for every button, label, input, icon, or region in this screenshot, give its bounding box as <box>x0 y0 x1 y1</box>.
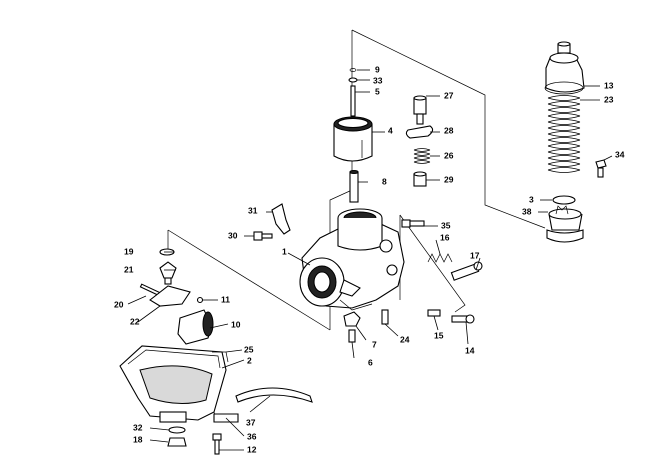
callout-27: 27 <box>444 90 454 100</box>
callout-5: 5 <box>375 86 380 96</box>
jet-6-part <box>348 329 356 343</box>
callout-31: 31 <box>248 205 258 215</box>
cap-13-part <box>544 41 585 95</box>
bottom-hardware <box>212 413 239 455</box>
washer-3-part <box>552 195 576 205</box>
top-cover-assembly <box>544 41 607 243</box>
callout-1: 1 <box>282 246 287 256</box>
callout-7: 7 <box>372 339 377 349</box>
callout-29: 29 <box>444 174 454 184</box>
callout-21: 21 <box>124 264 134 274</box>
callout-14: 14 <box>465 345 475 355</box>
plate-28-part <box>405 125 434 139</box>
callout-33: 33 <box>373 75 383 85</box>
bolt-35-part <box>401 219 425 228</box>
leader-lines <box>127 69 613 451</box>
callout-13: 13 <box>604 80 614 90</box>
callout-25: 25 <box>244 344 254 354</box>
plug-18-part <box>167 437 187 447</box>
arm-22-part <box>149 285 191 307</box>
spring-26-part <box>413 148 431 164</box>
callout-8: 8 <box>382 176 387 186</box>
screw-12-part <box>212 433 222 455</box>
callout-22: 22 <box>130 316 140 326</box>
callout-labels: 9 33 5 4 8 27 28 26 29 13 23 34 3 38 31 … <box>114 64 625 454</box>
screw-24-part <box>381 309 389 325</box>
callout-34: 34 <box>615 149 625 159</box>
screw-14-part <box>451 314 475 324</box>
callout-9: 9 <box>375 64 380 74</box>
callout-38: 38 <box>522 206 532 216</box>
pilot-assembly <box>405 95 434 187</box>
needle-5-part <box>350 85 356 117</box>
callout-24: 24 <box>400 334 410 344</box>
slide-4-part <box>333 116 373 162</box>
drain-parts <box>167 426 187 447</box>
screw-17-part <box>450 261 483 281</box>
callout-28: 28 <box>444 125 454 135</box>
float-bowl-part <box>119 345 235 423</box>
clip-9-part <box>349 68 357 72</box>
lower-body-parts <box>343 309 389 343</box>
callout-17: 17 <box>470 250 480 260</box>
carburetor-body-part <box>299 208 405 311</box>
callout-36: 36 <box>247 431 257 441</box>
callout-35: 35 <box>441 220 451 230</box>
callout-16: 16 <box>440 232 450 242</box>
bracket-31-part <box>271 203 291 235</box>
callout-15: 15 <box>434 330 444 340</box>
float-10-part <box>177 309 214 345</box>
callout-18: 18 <box>133 434 143 444</box>
hose-37-part <box>235 387 313 403</box>
callout-23: 23 <box>604 94 614 104</box>
callout-6: 6 <box>368 357 373 367</box>
screw-34-part <box>595 159 607 178</box>
cap-29-part <box>413 171 427 187</box>
callout-11: 11 <box>221 294 230 304</box>
spring-15-part <box>427 309 441 317</box>
float-assembly <box>139 248 214 345</box>
callout-26: 26 <box>444 150 454 160</box>
screw-27-part <box>413 95 427 125</box>
pin-11-part <box>196 296 204 304</box>
callout-3: 3 <box>529 194 534 204</box>
screw-30-part <box>253 231 273 241</box>
spring-16-part <box>427 253 453 263</box>
callout-19: 19 <box>124 246 134 256</box>
callout-4: 4 <box>388 125 393 135</box>
needle-valve-21-part <box>159 261 177 285</box>
jet-8-part <box>349 170 359 203</box>
callout-12: 12 <box>247 444 257 454</box>
callout-2: 2 <box>247 355 252 365</box>
callout-37: 37 <box>246 417 256 427</box>
nut-7-part <box>343 311 361 327</box>
washer-33-part <box>348 77 358 83</box>
callout-20: 20 <box>114 299 124 309</box>
callout-32: 32 <box>133 422 143 432</box>
callout-10: 10 <box>231 319 241 329</box>
air-screw-assembly <box>427 309 475 324</box>
callout-30: 30 <box>228 230 238 240</box>
spring-23-part <box>547 95 581 173</box>
washer-32-part <box>168 426 186 434</box>
holder-38-part <box>546 205 584 243</box>
